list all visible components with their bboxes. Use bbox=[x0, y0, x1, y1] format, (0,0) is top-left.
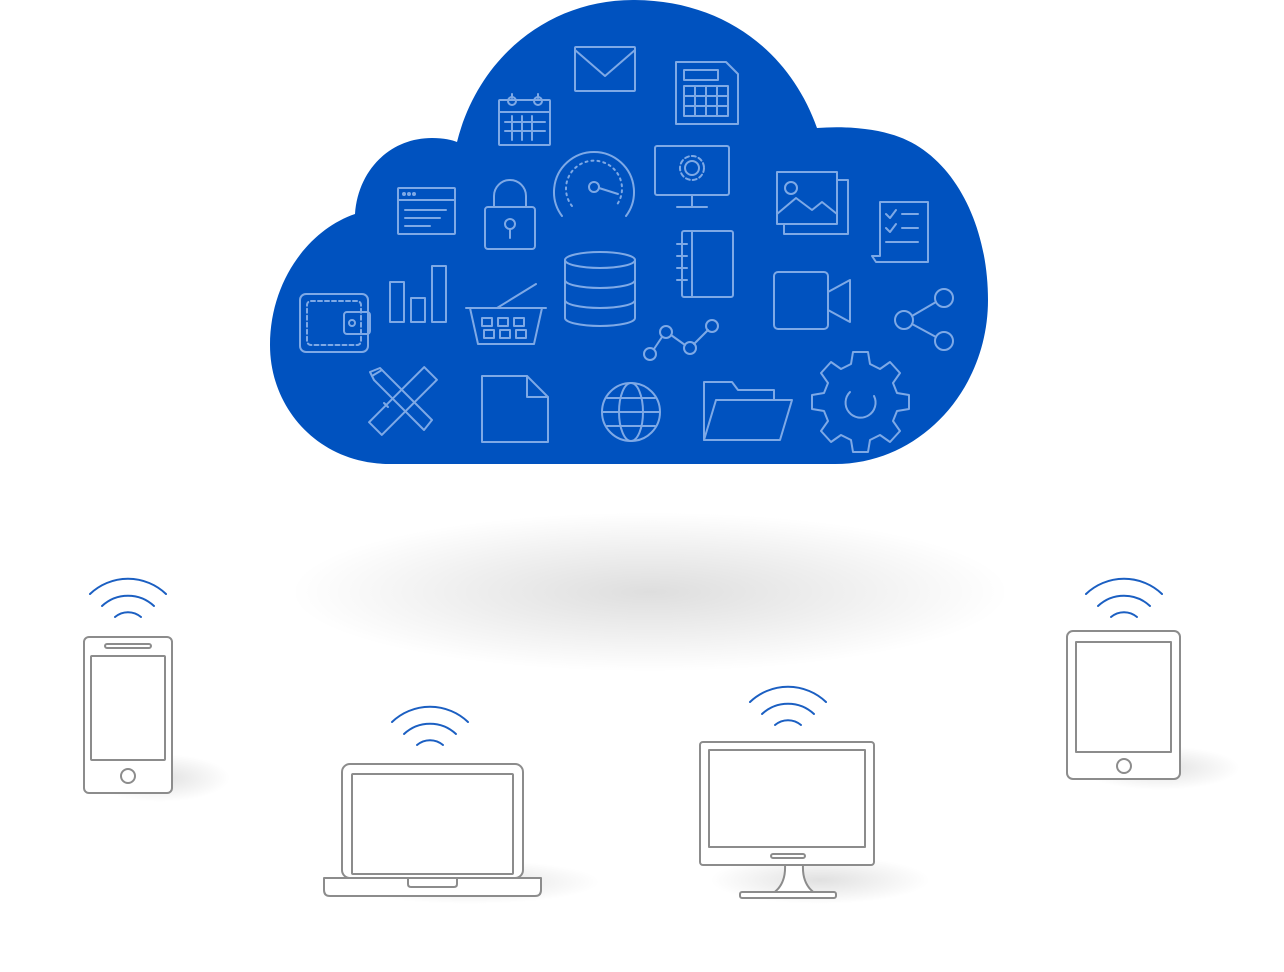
globe-icon bbox=[601, 382, 661, 442]
monitor-gear-icon bbox=[654, 145, 730, 208]
cloud-shadow bbox=[290, 512, 1010, 672]
share-icon bbox=[894, 288, 954, 351]
cloud-shape bbox=[270, 0, 988, 464]
cloud bbox=[270, 0, 988, 464]
bar-chart-icon bbox=[389, 265, 447, 323]
document-icon bbox=[481, 375, 549, 443]
video-camera-icon bbox=[773, 271, 851, 330]
wallet-icon bbox=[299, 293, 371, 353]
wifi-signal-icon bbox=[391, 705, 469, 746]
desktop-monitor-icon bbox=[699, 741, 875, 899]
calendar-icon bbox=[498, 93, 551, 146]
spreadsheet-icon bbox=[675, 61, 739, 125]
wifi-signal-icon bbox=[1085, 577, 1163, 618]
browser-window-icon bbox=[397, 187, 456, 235]
checklist-icon bbox=[871, 201, 929, 263]
pencil-ruler-icon bbox=[368, 366, 438, 436]
laptop-icon bbox=[323, 763, 542, 897]
line-graph-icon bbox=[643, 319, 719, 361]
wifi-signal-icon bbox=[89, 577, 167, 618]
smartphone-icon bbox=[83, 636, 173, 794]
notebook-icon bbox=[676, 230, 734, 298]
envelope-icon bbox=[574, 46, 636, 92]
speedometer-icon bbox=[553, 151, 635, 217]
padlock-icon bbox=[484, 179, 536, 250]
tablet-icon bbox=[1066, 630, 1181, 780]
database-icon bbox=[564, 251, 636, 327]
folder-icon bbox=[703, 381, 793, 441]
wifi-signal-icon bbox=[749, 685, 827, 726]
settings-gear-icon bbox=[811, 351, 910, 453]
shopping-basket-icon bbox=[465, 283, 547, 345]
image-gallery-icon bbox=[776, 171, 849, 235]
